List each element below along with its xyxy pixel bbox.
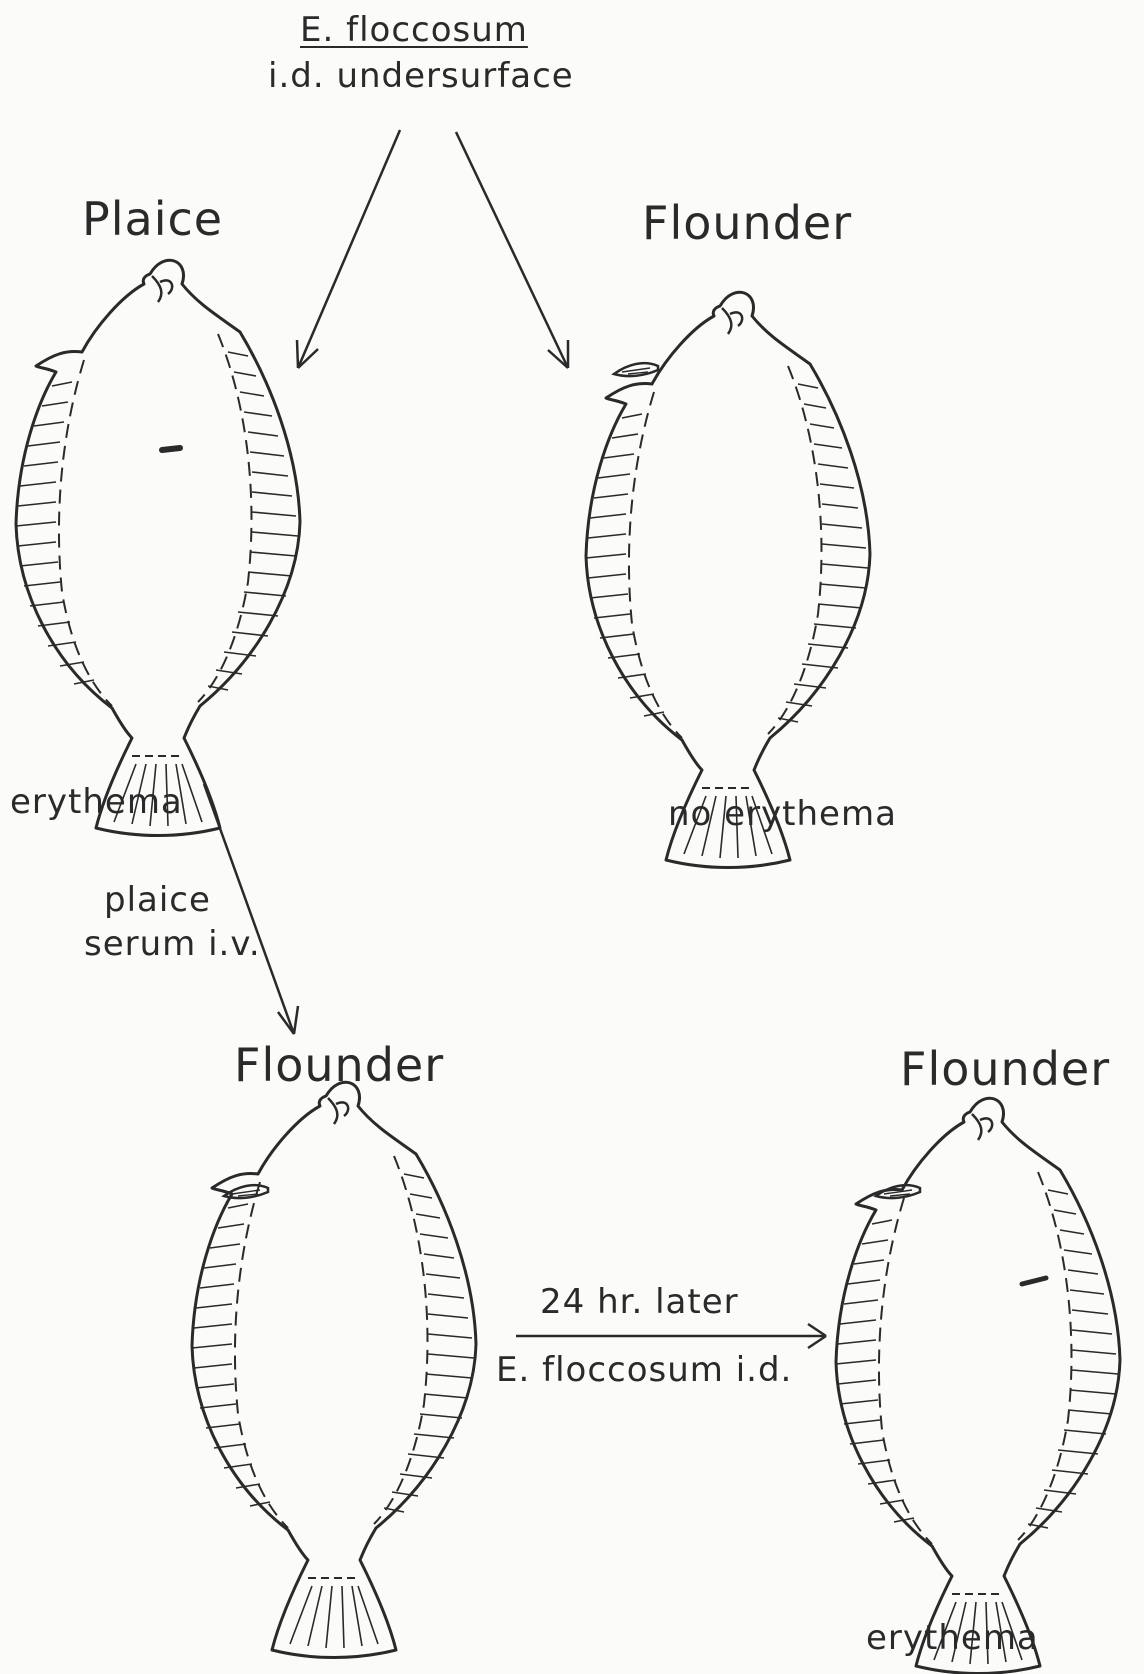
flounder-bottom-right-side-fin [876,1185,920,1198]
challenge-agent-label: E. floccosum i.d. [496,1350,792,1390]
plaice-fish [16,260,300,835]
flounder-bottom-right-fish [836,1098,1120,1673]
plaice-result: erythema [10,782,183,822]
flounder-bottom-right-result: erythema [866,1618,1039,1658]
plaice-title: Plaice [82,192,223,246]
transfer-label-line2: serum i.v. [84,924,261,964]
flounder-top-fish [586,292,870,867]
flounder-injection-mark [1022,1278,1046,1284]
flounder-top-title: Flounder [642,196,852,250]
flounder-top-result: no erythema [668,794,897,834]
arrow-to-plaice [297,130,400,368]
arrow-to-flounder-top [456,132,568,368]
organism-label: E. floccosum [300,10,528,50]
plaice-injection-mark [162,448,180,450]
flounder-top-side-fin [614,363,658,376]
arrow-challenge [516,1324,826,1348]
arrow-serum-transfer [204,784,298,1034]
flounder-bottom-left-title: Flounder [234,1038,444,1092]
challenge-time-label: 24 hr. later [540,1282,739,1322]
transfer-label-line1: plaice [104,880,211,920]
flounder-bottom-left-fish [192,1082,476,1657]
flounder-bottom-right-title: Flounder [900,1042,1110,1096]
route-label: i.d. undersurface [268,56,574,96]
